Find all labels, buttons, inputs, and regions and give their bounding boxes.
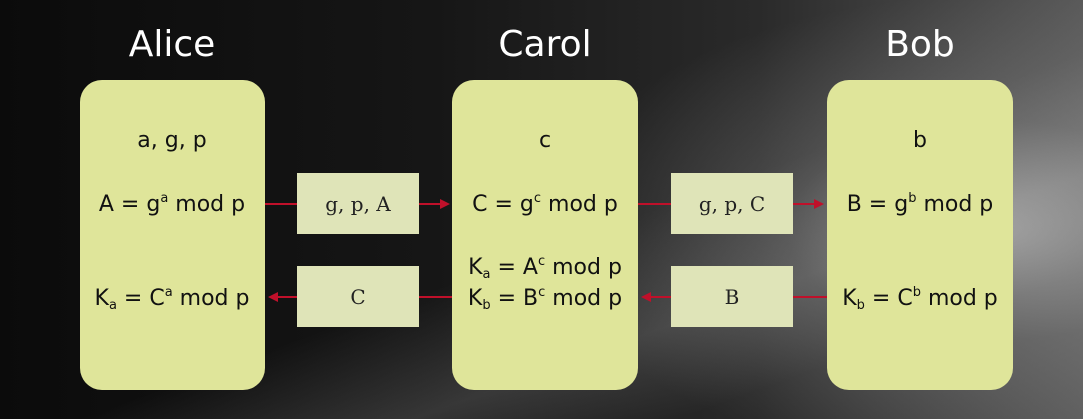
carol-secret: c	[538, 128, 552, 153]
alice-key-formula: Ka = Ca mod p	[94, 285, 250, 313]
bob-title: Bob	[885, 24, 955, 65]
message-alice-to-carol: g, p, A	[297, 173, 419, 234]
message-bob-to-carol: B	[671, 266, 793, 327]
carol-box	[452, 80, 638, 390]
message-carol-to-bob: g, p, C	[671, 173, 793, 234]
carol-key-b-formula: Kb = Bc mod p	[467, 285, 623, 313]
bob-public-formula: B = gb mod p	[846, 191, 994, 217]
message-carol-to-alice: C	[297, 266, 419, 327]
bob-key-formula: Kb = Cb mod p	[842, 285, 998, 313]
bob-secret: b	[913, 128, 927, 153]
bob-box	[827, 80, 1013, 390]
carol-key-a-formula: Ka = Ac mod p	[468, 254, 622, 282]
alice-public-formula: A = ga mod p	[98, 191, 246, 217]
alice-box	[80, 80, 265, 390]
alice-secrets: a, g, p	[137, 128, 207, 153]
carol-title: Carol	[498, 24, 592, 65]
alice-title: Alice	[128, 24, 216, 65]
carol-public-formula: C = gc mod p	[472, 191, 618, 217]
